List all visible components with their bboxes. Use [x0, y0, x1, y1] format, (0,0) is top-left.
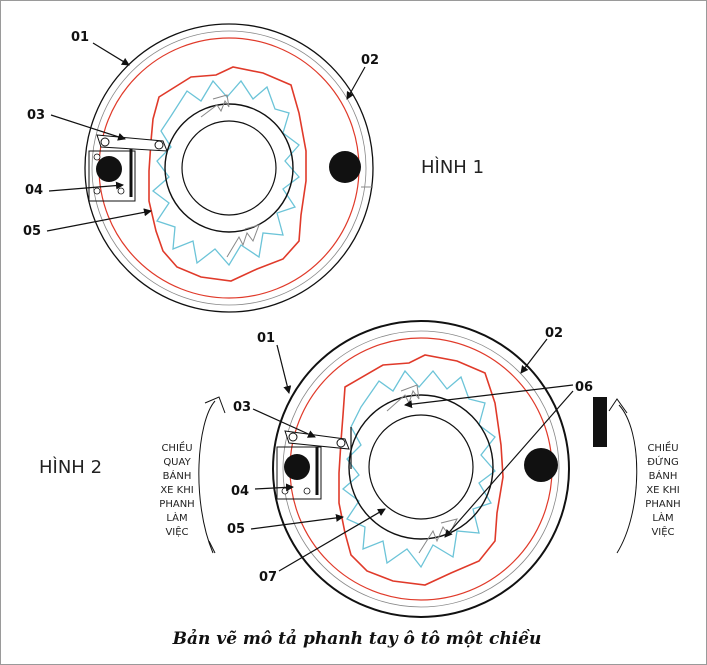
figure-2: 01 02 03 04 05 06 07 HÌNH 2 CHIỀU QUAY B… [39, 320, 681, 618]
f2-backing-plate-ring [289, 337, 553, 601]
f2-lever-housing [276, 446, 322, 500]
f1-label-05: 05 [23, 224, 41, 239]
left-rotation-note: CHIỀU QUAY BÁNH XE KHI PHANH LÀM VIỆC [159, 440, 194, 538]
right-note-line: VIỆC [651, 525, 674, 538]
left-note-line: XE KHI [160, 485, 193, 496]
f1-label-02: 02 [361, 53, 379, 68]
f2-anchor-pin [524, 448, 558, 482]
brake-shoe-outline [148, 66, 307, 282]
backing-plate-ring [98, 37, 360, 299]
upper-adjuster [200, 94, 230, 118]
left-note-line: VIỆC [165, 525, 188, 538]
f2-lower-adjuster [418, 518, 458, 554]
drum-outer-ring [84, 23, 374, 313]
right-note-line: BÁNH [649, 469, 678, 482]
right-note-line: PHANH [645, 499, 680, 510]
left-note-line: PHANH [159, 499, 194, 510]
actuator-spring [96, 156, 122, 182]
hand-lever [96, 134, 168, 152]
figure-1-title: HÌNH 1 [421, 156, 484, 178]
left-note-line: BÁNH [163, 469, 192, 482]
f2-hand-lever [284, 430, 350, 450]
rotation-arrow-right [616, 404, 638, 554]
f2-label-02: 02 [545, 326, 563, 341]
diagram-caption: Bản vẽ mô tả phanh tay ô tô một chiều [172, 629, 542, 649]
f2-hub-inner [368, 414, 474, 520]
drum-inner-ring [91, 30, 367, 306]
f2-brake-lining [341, 369, 496, 569]
figure-1: 01 02 03 04 05 HÌNH 1 [23, 23, 484, 313]
hub-outer [164, 103, 294, 233]
anchor-pin [329, 151, 361, 183]
f1-label-03: 03 [27, 108, 45, 123]
f1-label-01: 01 [71, 30, 89, 45]
left-note-line: QUAY [163, 457, 191, 468]
lever-housing [88, 150, 136, 202]
rotation-arrow-left [198, 400, 216, 554]
f2-brake-shoe-outline [338, 354, 504, 586]
f1-label-04: 04 [25, 183, 43, 198]
f2-label-06: 06 [575, 380, 593, 395]
f2-label-03: 03 [233, 400, 251, 415]
f2-upper-adjuster [386, 384, 420, 412]
stop-bar [593, 397, 607, 447]
f2-label-04: 04 [231, 484, 249, 499]
figure-2-title: HÌNH 2 [39, 456, 102, 478]
right-note-line: ĐỨNG [647, 455, 679, 468]
left-note-line: CHIỀU [161, 440, 192, 454]
f2-drum-inner-ring [282, 330, 560, 608]
right-note-line: CHIỀU [647, 440, 678, 454]
lower-adjuster [226, 224, 260, 258]
f2-label-07: 07 [259, 570, 277, 585]
right-note-line: LÀM [652, 511, 673, 524]
left-note-line: LÀM [166, 511, 187, 524]
f2-label-05: 05 [227, 522, 245, 537]
right-note-line: XE KHI [646, 485, 679, 496]
f2-label-01: 01 [257, 331, 275, 346]
f2-actuator-spring [284, 454, 310, 480]
right-rotation-note: CHIỀU ĐỨNG BÁNH XE KHI PHANH LÀM VIỆC [645, 440, 680, 538]
brake-lining [151, 79, 300, 267]
f2-drum-outer-ring [272, 320, 570, 618]
hub-inner [181, 120, 277, 216]
f2-hub-outer [348, 394, 494, 540]
